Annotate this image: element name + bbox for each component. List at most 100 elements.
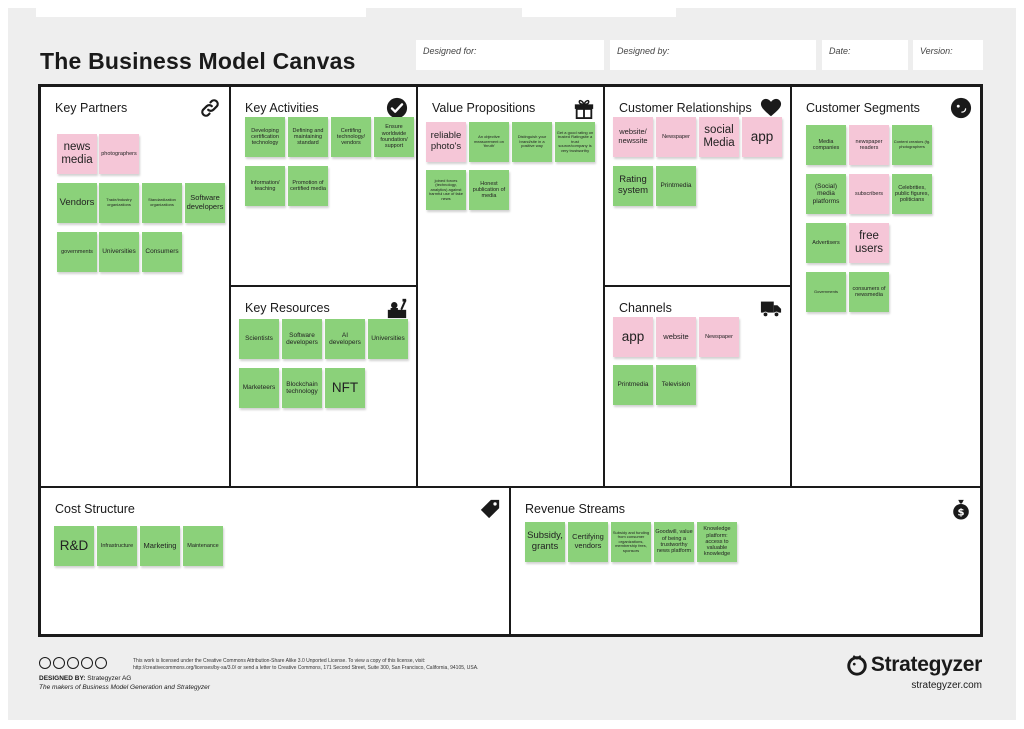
revenue-streams-section: Revenue Streams $ Subsidy, grants Certif… xyxy=(510,487,981,635)
sticky-note[interactable]: Honest publication of media xyxy=(469,170,509,210)
sticky-note[interactable]: newspaper readers xyxy=(849,125,889,165)
sticky-note[interactable]: Content creators (fg. photographers xyxy=(892,125,932,165)
brand-url[interactable]: strategyzer.com xyxy=(911,680,982,691)
sticky-note[interactable]: Trade/industry organizations xyxy=(99,183,139,223)
price-tag-icon xyxy=(480,499,500,519)
key-resources-section: Key Resources Scientists Software develo… xyxy=(230,286,417,487)
sticky-note[interactable]: subscribers xyxy=(849,174,889,214)
section-title: Customer Segments xyxy=(806,101,920,115)
sticky-note[interactable]: Developing certification technology xyxy=(245,117,285,157)
sticky-note[interactable]: Defining and maintaining standard xyxy=(288,117,328,157)
sticky-note[interactable]: Certifying vendors xyxy=(568,522,608,562)
sa-icon xyxy=(67,657,79,669)
sticky-note[interactable]: app xyxy=(613,317,653,357)
sticky-note[interactable]: Universities xyxy=(99,232,139,272)
top-strip xyxy=(36,8,366,17)
section-title: Customer Relationships xyxy=(619,101,752,115)
version-field[interactable]: Version: xyxy=(913,40,983,70)
sticky-note[interactable]: Newspaper xyxy=(656,117,696,157)
sticky-note[interactable]: Rating system xyxy=(613,166,653,206)
sticky-note[interactable]: Universities xyxy=(368,319,408,359)
sticky-note[interactable]: Television xyxy=(656,365,696,405)
designed-by-field[interactable]: Designed by: xyxy=(610,40,816,70)
brand-name: Strategyzer xyxy=(870,653,982,676)
sticky-note[interactable]: Certifing technology/ vendors xyxy=(331,117,371,157)
sticky-note[interactable]: website xyxy=(656,317,696,357)
designed-by: DESIGNED BY: Strategyzer AG xyxy=(39,675,131,682)
section-title: Cost Structure xyxy=(55,502,135,516)
sticky-note[interactable]: Software developers xyxy=(282,319,322,359)
sticky-note[interactable]: Software developers xyxy=(185,183,225,223)
license-text: http://creativecommons.org/licenses/by-s… xyxy=(133,665,479,671)
section-title: Key Resources xyxy=(245,301,330,315)
sticky-note[interactable]: Get a good rating on trusted Ratingsite … xyxy=(555,122,595,162)
key-activities-section: Key Activities Developing certification … xyxy=(230,86,417,286)
by-icon xyxy=(53,657,65,669)
designed-by-label: DESIGNED BY: xyxy=(39,675,86,682)
section-title: Channels xyxy=(619,301,672,315)
sticky-note[interactable]: Printmedia xyxy=(656,166,696,206)
section-title: Revenue Streams xyxy=(525,502,626,516)
top-strip xyxy=(522,8,676,17)
sticky-note[interactable]: AI developers xyxy=(325,319,365,359)
sticky-note[interactable]: (Social) media platforms xyxy=(806,174,846,214)
money-bag-icon: $ xyxy=(953,499,969,520)
sticky-note[interactable]: Scientists xyxy=(239,319,279,359)
sticky-note[interactable]: Knowledge platform: access to valuable k… xyxy=(697,522,737,562)
sticky-note[interactable]: reliable photo's xyxy=(426,122,466,162)
sticky-note[interactable]: photographers xyxy=(99,134,139,174)
sticky-note[interactable]: Goodwill, value of being a trustworthy n… xyxy=(654,522,694,562)
sticky-note[interactable]: Printmedia xyxy=(613,365,653,405)
sticky-note[interactable]: Vendors xyxy=(57,183,97,223)
sticky-note[interactable]: consumers of newsmedia xyxy=(849,272,889,312)
sticky-note[interactable]: Ensure worldwide foundation/ support xyxy=(374,117,414,157)
sticky-note[interactable]: Promotion of certified media xyxy=(288,166,328,206)
sticky-note[interactable]: Consumers xyxy=(142,232,182,272)
sticky-note[interactable]: Advertisers xyxy=(806,223,846,263)
sticky-note[interactable]: Celebrities, public figures, politicians xyxy=(892,174,932,214)
sticky-note[interactable]: R&D xyxy=(54,526,94,566)
sticky-note[interactable]: NFT xyxy=(325,368,365,408)
sticky-note[interactable]: Maintenance xyxy=(183,526,223,566)
sticky-note[interactable]: app xyxy=(742,117,782,157)
customer-relationships-section: Customer Relationships website/ newssite… xyxy=(604,86,791,286)
sticky-note[interactable]: Infrastructure xyxy=(97,526,137,566)
sticky-note[interactable]: Subsidy and funding from consumer organi… xyxy=(611,522,651,562)
sticky-note[interactable]: free users xyxy=(849,223,889,263)
sticky-note[interactable]: Media companies xyxy=(806,125,846,165)
strategyzer-logo-icon xyxy=(847,655,867,676)
person-icon xyxy=(95,657,107,669)
sticky-note[interactable]: Standardization organizations xyxy=(142,183,182,223)
sticky-note[interactable]: An objective measurement on 'thruth' xyxy=(469,122,509,162)
makers-text: The makers of Business Model Generation … xyxy=(39,684,210,691)
creative-commons-icons xyxy=(39,657,107,669)
sticky-note[interactable]: website/ newssite xyxy=(613,117,653,157)
gift-icon xyxy=(574,99,594,119)
sticky-note[interactable]: governments xyxy=(57,232,97,272)
sticky-note[interactable]: Distinguish your brand/site in a positiv… xyxy=(512,122,552,162)
sticky-note[interactable]: Subsidy, grants xyxy=(525,522,565,562)
sticky-note[interactable]: Governments xyxy=(806,272,846,312)
sticky-note[interactable]: Information/ teaching xyxy=(245,166,285,206)
page-title: The Business Model Canvas xyxy=(40,48,356,74)
factory-worker-icon xyxy=(387,298,407,319)
heart-icon xyxy=(760,98,782,117)
section-title: Key Activities xyxy=(245,101,319,115)
designed-for-field[interactable]: Designed for: xyxy=(416,40,604,70)
sticky-note[interactable]: joined forces (technology, analytics) ag… xyxy=(426,170,466,210)
cc-icon xyxy=(39,657,51,669)
checkmark-icon xyxy=(386,97,408,119)
sticky-note[interactable]: Marketing xyxy=(140,526,180,566)
sticky-note[interactable]: Blockchain technology xyxy=(282,368,322,408)
date-field[interactable]: Date: xyxy=(822,40,908,70)
sticky-note[interactable]: Marketeers xyxy=(239,368,279,408)
truck-icon xyxy=(760,301,782,318)
channels-section: Channels app website Newspaper Printmedi… xyxy=(604,286,791,487)
section-title: Key Partners xyxy=(55,101,128,115)
customer-segments-section: Customer Segments Media companies newspa… xyxy=(791,86,981,487)
strategyzer-logo: Strategyzer xyxy=(846,653,982,677)
sticky-note[interactable]: Newspaper xyxy=(699,317,739,357)
sticky-note[interactable]: news media xyxy=(57,134,97,174)
sticky-note[interactable]: social Media xyxy=(699,117,739,157)
key-partners-section: Key Partners news media photographers Ve… xyxy=(40,86,230,487)
